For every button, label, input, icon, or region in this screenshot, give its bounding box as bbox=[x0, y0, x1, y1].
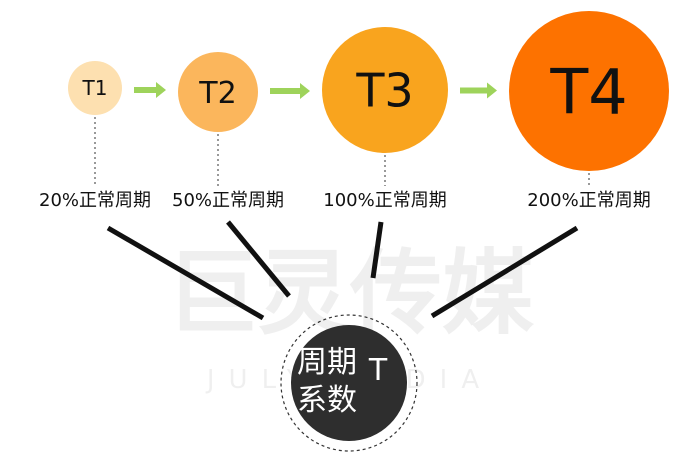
connector-lines bbox=[106, 220, 579, 321]
center-circle bbox=[291, 325, 407, 441]
stage-title-t2: T2 bbox=[198, 76, 236, 111]
stage-title-t4: T4 bbox=[549, 55, 627, 128]
connector-line-t2 bbox=[226, 220, 291, 298]
stage-title-t3: T3 bbox=[355, 64, 413, 118]
dotted-leaders bbox=[94, 117, 590, 186]
connector-line-t1 bbox=[106, 225, 265, 321]
stage-circle-t1 bbox=[68, 61, 122, 115]
stage-circles: T1 T2 T3 T4 bbox=[68, 11, 669, 171]
arrow-2-to-3 bbox=[270, 83, 310, 99]
stage-title-t1: T1 bbox=[82, 76, 108, 100]
stage-label-t4: 200%正常周期 bbox=[527, 190, 651, 211]
center-line1: 周期 bbox=[297, 345, 357, 380]
connector-line-t3 bbox=[370, 221, 384, 279]
stage-circle-t4 bbox=[509, 11, 669, 171]
stage-label-t3: 100%正常周期 bbox=[323, 190, 447, 211]
center-hub: 周期 系数 T bbox=[280, 314, 418, 452]
center-symbol: T bbox=[368, 353, 388, 388]
arrow-3-to-4 bbox=[460, 82, 497, 99]
center-dashed-ring bbox=[280, 314, 418, 452]
arrow-1-to-2 bbox=[134, 82, 166, 98]
stage-circle-t2 bbox=[178, 52, 258, 132]
stage-label-t1: 20%正常周期 bbox=[38, 190, 152, 211]
stage-circle-t3 bbox=[322, 27, 448, 153]
stage-arrows bbox=[134, 82, 497, 99]
stage-label-t2: 50%正常周期 bbox=[171, 190, 285, 211]
connector-line-t4 bbox=[430, 225, 579, 319]
center-line2: 系数 bbox=[297, 383, 357, 418]
